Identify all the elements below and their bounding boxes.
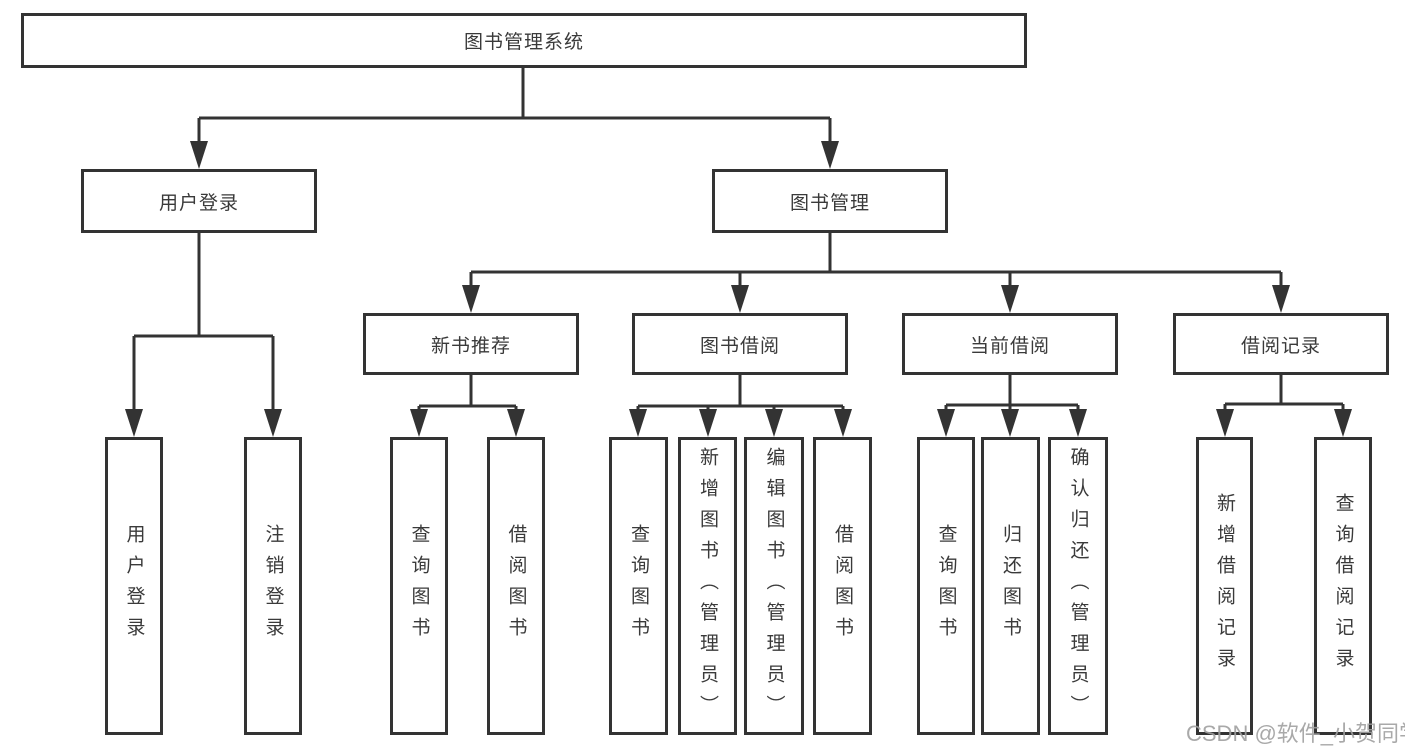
arrowhead bbox=[731, 285, 749, 313]
arrowhead bbox=[1069, 409, 1087, 437]
node-user-login: 用户登录 bbox=[81, 169, 317, 233]
node-label: 借阅图书 bbox=[505, 524, 527, 648]
node-logout-action: 注销登录 bbox=[244, 437, 302, 735]
node-newbook-query-books: 查询图书 bbox=[390, 437, 448, 735]
node-label: 用户登录 bbox=[158, 192, 239, 214]
connector-book-management-children bbox=[469, 233, 1283, 287]
node-label: 新书推荐 bbox=[430, 335, 511, 357]
node-current-return-books: 归还图书 bbox=[981, 437, 1040, 735]
node-borrow-add-books: 新增图书（管理员） bbox=[678, 437, 737, 735]
node-borrow-records: 借阅记录 bbox=[1173, 313, 1389, 375]
arrowheads bbox=[125, 141, 1352, 437]
connector-current-borrow-children bbox=[944, 375, 1080, 411]
arrowhead bbox=[125, 409, 143, 437]
node-label: 借阅记录 bbox=[1240, 335, 1321, 357]
arrowhead bbox=[1272, 285, 1290, 313]
arrowhead bbox=[1001, 409, 1019, 437]
node-current-query-books: 查询图书 bbox=[917, 437, 975, 735]
arrowhead bbox=[834, 409, 852, 437]
node-label: 查询借阅记录 bbox=[1332, 493, 1354, 679]
node-label: 当前借阅 bbox=[969, 335, 1050, 357]
node-label: 新增借阅记录 bbox=[1214, 493, 1235, 679]
node-borrow-borrow-books: 借阅图书 bbox=[813, 437, 872, 735]
node-current-confirm-return: 确认归还（管理员） bbox=[1048, 437, 1108, 735]
node-label: 借阅图书 bbox=[832, 524, 853, 648]
node-label: 注销登录 bbox=[262, 524, 284, 648]
node-newbook-borrow-books: 借阅图书 bbox=[487, 437, 545, 735]
connector-root-to-level2 bbox=[197, 68, 832, 143]
csdn-watermark: CSDN @软件_小贺同学 bbox=[1186, 721, 1405, 746]
arrowhead bbox=[507, 409, 525, 437]
node-library-management-system: 图书管理系统 bbox=[21, 13, 1027, 68]
node-borrow-edit-books: 编辑图书（管理员） bbox=[744, 437, 804, 735]
node-current-borrow: 当前借阅 bbox=[902, 313, 1118, 375]
arrowhead bbox=[629, 409, 647, 437]
arrowhead bbox=[1334, 409, 1352, 437]
node-book-management: 图书管理 bbox=[712, 169, 948, 233]
node-label: 确认归还（管理员） bbox=[1067, 446, 1089, 726]
connector-user-login-children bbox=[132, 233, 275, 411]
node-label: 查询图书 bbox=[628, 524, 649, 648]
arrowhead bbox=[462, 285, 480, 313]
arrowhead bbox=[1216, 409, 1234, 437]
arrowhead bbox=[821, 141, 839, 169]
arrowhead bbox=[1001, 285, 1019, 313]
node-book-borrow: 图书借阅 bbox=[632, 313, 848, 375]
node-label: 新增图书（管理员） bbox=[697, 446, 718, 726]
node-label: 归还图书 bbox=[1000, 524, 1021, 648]
node-user-login-action: 用户登录 bbox=[105, 437, 163, 735]
arrowhead bbox=[190, 141, 208, 169]
node-borrow-query-books: 查询图书 bbox=[609, 437, 668, 735]
connector-borrow-records-children bbox=[1223, 375, 1345, 411]
arrowhead bbox=[264, 409, 282, 437]
node-label: 用户登录 bbox=[123, 524, 145, 648]
connector-new-book-recommend-children bbox=[417, 375, 518, 411]
arrowhead bbox=[765, 409, 783, 437]
arrowhead bbox=[937, 409, 955, 437]
node-records-query-record: 查询借阅记录 bbox=[1314, 437, 1372, 735]
node-label: 图书借阅 bbox=[699, 335, 780, 357]
arrowhead bbox=[699, 409, 717, 437]
node-new-book-recommend: 新书推荐 bbox=[363, 313, 579, 375]
node-label: 查询图书 bbox=[408, 524, 430, 648]
arrowhead bbox=[410, 409, 428, 437]
node-label: 查询图书 bbox=[935, 524, 957, 648]
node-label: 图书管理系统 bbox=[463, 32, 584, 53]
node-records-add-record: 新增借阅记录 bbox=[1196, 437, 1253, 735]
node-label: 图书管理 bbox=[789, 192, 870, 214]
node-label: 编辑图书（管理员） bbox=[763, 446, 785, 726]
connector-paths bbox=[132, 68, 1345, 411]
connector-book-borrow-children bbox=[636, 375, 845, 411]
